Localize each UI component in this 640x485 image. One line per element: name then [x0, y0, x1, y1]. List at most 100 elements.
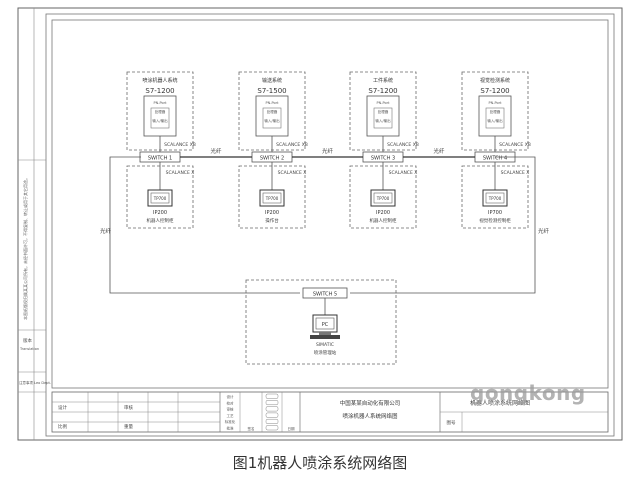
- drawing-frame: [17, 7, 623, 441]
- hmi-panel-icon: [147, 189, 173, 207]
- watermark: gongkong: [470, 381, 586, 405]
- side-note-label: 注意事项 Leo Dept.: [19, 380, 51, 385]
- plc-cpu-box: [485, 107, 505, 129]
- plc-inner-label: PN-Port: [266, 101, 280, 105]
- switch-label: SWITCH 2: [260, 156, 284, 162]
- tb-bottom-left-2: 审核: [124, 404, 133, 411]
- plc-inner-label: 处理器: [155, 109, 166, 114]
- backbone-link-label: 光纤: [433, 147, 445, 155]
- plc-inner-label: 输入/输出: [487, 118, 503, 123]
- station-title: 视觉检测系统: [480, 77, 510, 84]
- tb-cell-role: 标准化: [225, 419, 236, 424]
- tb-cell-role: 工艺: [227, 413, 234, 418]
- right-title: 机器人喷涂系统网络图: [470, 399, 530, 407]
- drawing-inner-frame: [45, 13, 615, 437]
- hmi-screen-icon: [373, 192, 393, 204]
- plc-model: S7-1500: [257, 87, 286, 95]
- plc-cpu-box: [262, 107, 282, 129]
- switch-bottom-label: SCALANCE X: [166, 170, 195, 176]
- ring-line-left: [109, 156, 300, 294]
- network-diagram-sheet: 本图纸版权归属某某公司所有，未经书面许可，不得复制、转让或用于其它用途。 版本 …: [17, 7, 623, 441]
- tb-cell-mark: [265, 400, 279, 406]
- signature-cells: 设计校对审核工艺标准化批准签名日期: [225, 393, 296, 431]
- tb-bottom-mid-2: 重量: [124, 423, 133, 430]
- figure-caption: 图1机器人喷涂系统网络图: [232, 454, 408, 472]
- side-trans-label: Translation: [19, 347, 39, 351]
- central-footer-label: 喷涂管理站: [314, 349, 337, 356]
- switch-top-label: SCALANCE XB: [276, 142, 308, 148]
- station-footer: 视觉检测控制柜: [479, 217, 511, 224]
- right-sub: 图号: [447, 420, 456, 426]
- backbone-link-label: 光纤: [210, 147, 222, 155]
- plc-model: S7-1200: [368, 87, 397, 95]
- station-title: 喷涂机器人系统: [142, 77, 177, 84]
- switch-label: SWITCH 3: [371, 156, 395, 162]
- tb-cell-mark: [265, 406, 279, 412]
- station-lower-box: [461, 165, 529, 229]
- switch-bottom-label: SCALANCE X: [501, 170, 530, 176]
- tb-cell-mark: [265, 418, 279, 424]
- tb-bottom-mid-1: 比例: [58, 423, 67, 430]
- tb-cell-sig: 日期: [288, 426, 296, 431]
- plc-module: [366, 95, 400, 137]
- hmi-panel-icon: [482, 189, 508, 207]
- switch-bottom-label: SCALANCE X: [389, 170, 418, 176]
- station-title: 输送系统: [262, 77, 282, 84]
- central-station: SWITCH 5 PC SIMATIC 喷涂管理站: [245, 279, 397, 365]
- ring-right-label: 光纤: [538, 227, 550, 235]
- hmi-label: TP700: [488, 196, 502, 201]
- station-footer: 操作台: [265, 217, 279, 224]
- station-footer: 机器人控制柜: [370, 217, 397, 224]
- plc-module: [143, 95, 177, 137]
- station-title: 工件系统: [373, 77, 393, 84]
- plc-module: [478, 95, 512, 137]
- tb-cell-mark: [265, 425, 279, 431]
- device-label: IP200: [265, 210, 279, 216]
- station-footer: 机器人控制柜: [147, 217, 174, 224]
- tb-cell-sig: 签名: [248, 426, 255, 431]
- tb-cell-role: 校对: [227, 400, 234, 405]
- plc-cpu-box: [150, 107, 170, 129]
- plc-inner-label: 输入/输出: [264, 118, 280, 123]
- plc-inner-label: 输入/输出: [375, 118, 391, 123]
- company-name: 中国某某自动化有限公司: [340, 399, 401, 407]
- switch-label: SWITCH 1: [148, 156, 172, 162]
- ring-line-right: [350, 156, 536, 294]
- switch-label: SWITCH 4: [483, 156, 507, 162]
- title-block: 设计 审核 比例 重量 设计校对审核工艺标准化批准签名日期 中国某某自动化有限公…: [51, 391, 609, 433]
- device-label: IP700: [488, 210, 502, 216]
- plc-inner-label: PN-Port: [154, 101, 168, 105]
- fiber-links: 光纤 光纤 光纤: [180, 147, 475, 158]
- station-lower-box: [238, 165, 306, 229]
- tb-cell-mark: [265, 412, 279, 418]
- central-switch-label: SWITCH 5: [313, 292, 337, 298]
- hmi-label: TP700: [153, 196, 167, 201]
- plc-inner-label: 输入/输出: [152, 118, 168, 123]
- pc-label: PC: [322, 322, 329, 328]
- tb-cell-role: 设计: [227, 394, 234, 399]
- plc-model: S7-1200: [480, 87, 509, 95]
- hmi-label: TP700: [265, 196, 279, 201]
- side-rev-label: 版本: [23, 337, 32, 344]
- device-label: IP200: [153, 210, 167, 216]
- hmi-panel-icon: [259, 189, 285, 207]
- tb-cell-role: 批准: [227, 426, 234, 431]
- plc-inner-label: PN-Port: [377, 101, 391, 105]
- station-lower-box: [349, 165, 417, 229]
- side-warning-text: 本图纸版权归属某某公司所有，未经书面许可，不得复制、转让或用于其它用途。: [22, 176, 28, 320]
- station-lower-box: [126, 165, 194, 229]
- ring-lines: 光纤 光纤: [100, 156, 550, 294]
- switch-top-label: SCALANCE XB: [499, 142, 531, 148]
- hmi-label: TP700: [376, 196, 390, 201]
- pc-model-label: SIMATIC: [316, 342, 334, 348]
- pc-icon: [310, 314, 340, 339]
- diagram-border: [51, 19, 609, 389]
- plc-inner-label: 处理器: [267, 109, 278, 114]
- hmi-screen-icon: [150, 192, 170, 204]
- backbone-link-label: 光纤: [322, 147, 334, 155]
- plc-model: S7-1200: [145, 87, 174, 95]
